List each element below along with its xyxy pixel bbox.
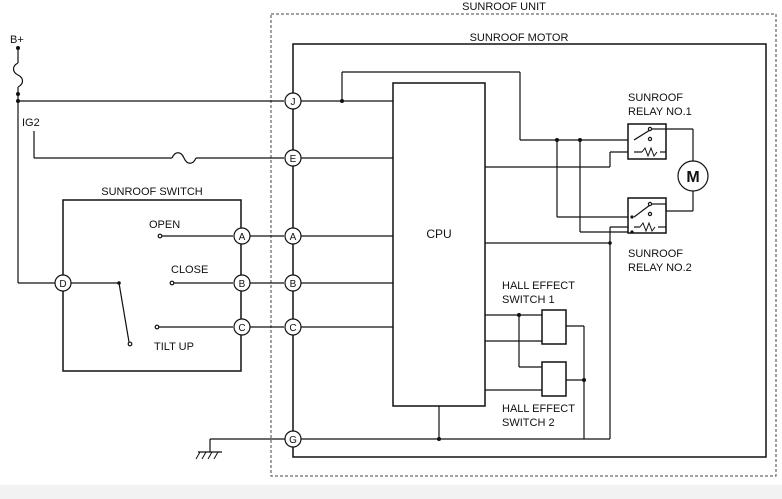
switch-blade bbox=[118, 282, 130, 343]
unit-connector-g-label: G bbox=[289, 435, 297, 446]
sunroof-unit-boundary bbox=[270, 13, 777, 477]
switch-connector-d-label: D bbox=[59, 279, 66, 290]
cpu-label: CPU bbox=[426, 227, 451, 241]
ig2-label: IG2 bbox=[22, 117, 40, 129]
relay-no2 bbox=[627, 197, 667, 234]
cpu-block bbox=[392, 82, 486, 407]
close-label: CLOSE bbox=[171, 264, 208, 276]
close-contact bbox=[169, 280, 175, 286]
open-contact bbox=[157, 233, 163, 239]
unit-connector-b-label: B bbox=[290, 279, 297, 290]
relay1-label-line1: SUNROOF bbox=[628, 92, 683, 104]
unit-connector-e-label: E bbox=[290, 154, 297, 165]
hall2-label-line1: HALL EFFECT bbox=[502, 403, 575, 415]
hall1-label-line2: SWITCH 1 bbox=[502, 294, 555, 306]
relay-no1 bbox=[627, 123, 667, 160]
ground-symbol bbox=[195, 451, 222, 460]
relay1-label-line2: RELAY NO.1 bbox=[628, 106, 692, 118]
hall2-label-line2: SWITCH 2 bbox=[502, 417, 555, 429]
unit-connector-c-label: C bbox=[289, 323, 296, 334]
tilt-up-contact bbox=[154, 324, 160, 330]
relay2-label-line2: RELAY NO.2 bbox=[628, 262, 692, 274]
switch-connector-c-label: C bbox=[238, 323, 245, 334]
motor-label: M bbox=[686, 169, 699, 186]
hall-effect-switch-1 bbox=[541, 309, 567, 345]
sunroof-unit-label: SUNROOF UNIT bbox=[462, 1, 546, 13]
ig2-fuse bbox=[171, 152, 197, 164]
sunroof-motor-box bbox=[292, 43, 767, 458]
sunroof-motor-label: SUNROOF MOTOR bbox=[470, 32, 569, 44]
unit-connector-j-label: J bbox=[291, 97, 296, 108]
switch-connector-a-label: A bbox=[239, 232, 246, 243]
tilt-up-label: TILT UP bbox=[154, 341, 194, 353]
b-plus-fuse bbox=[12, 46, 24, 96]
open-label: OPEN bbox=[149, 219, 180, 231]
hall-effect-switch-2 bbox=[541, 361, 567, 397]
relay2-label-line1: SUNROOF bbox=[628, 248, 683, 260]
switch-connector-b-label: B bbox=[239, 279, 246, 290]
sunroof-switch-label: SUNROOF SWITCH bbox=[101, 186, 202, 198]
b-plus-label: B+ bbox=[10, 34, 24, 46]
footer-band bbox=[0, 485, 782, 499]
unit-connector-a-label: A bbox=[290, 232, 297, 243]
hall1-label-line1: HALL EFFECT bbox=[502, 280, 575, 292]
